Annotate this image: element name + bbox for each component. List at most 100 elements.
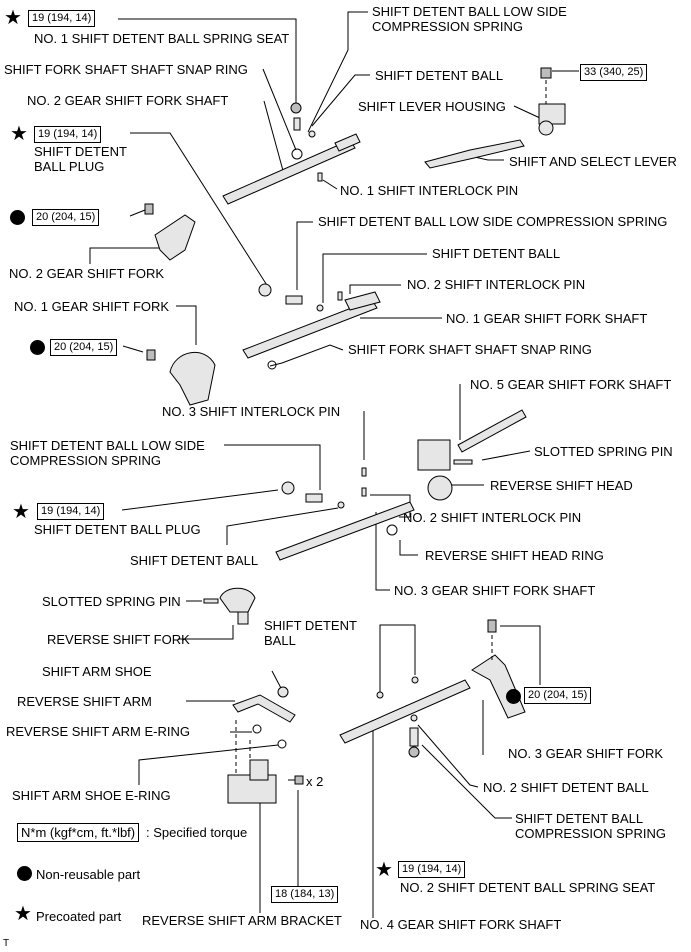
label-no1-gear-shift-fork-shaft: NO. 1 GEAR SHIFT FORK SHAFT: [446, 311, 648, 326]
label-no2-gear-shift-fork: NO. 2 GEAR SHIFT FORK: [9, 266, 165, 281]
label-shift-and-select-lever: SHIFT AND SELECT LEVER: [509, 154, 677, 169]
label-shift-detent-ball-compression-spring: SHIFT DETENT BALL COMPRESSION SPRING: [515, 811, 666, 841]
star-icon: ★: [4, 7, 22, 29]
ball-low: [337, 501, 345, 509]
label-shift-detent-ball-low-side-compression-spring-mid: SHIFT DETENT BALL LOW SIDE COMPRESSION S…: [318, 214, 668, 229]
label-shift-detent-ball-mid: SHIFT DETENT BALL: [432, 246, 561, 261]
star-icon: ★: [10, 123, 28, 145]
spring-top: [293, 117, 301, 131]
label-no3-shift-interlock-pin: NO. 3 SHIFT INTERLOCK PIN: [162, 404, 341, 419]
label-no1-shift-interlock-pin: NO. 1 SHIFT INTERLOCK PIN: [340, 183, 519, 198]
snap-ring-mid: [267, 360, 277, 370]
spring-mid: [285, 295, 303, 305]
label-shift-detent-ball-plug-top: SHIFT DETENT BALL PLUG: [34, 144, 127, 174]
spring-low: [305, 493, 323, 503]
label-no2-shift-interlock-pin-low: NO. 2 SHIFT INTERLOCK PIN: [403, 510, 582, 525]
label-x2: x 2: [306, 774, 324, 789]
slotted-pin-left: [203, 598, 219, 604]
label-no3-gear-shift-fork-shaft: NO. 3 GEAR SHIFT FORK SHAFT: [394, 583, 596, 598]
label-shift-fork-shaft-snap-ring-mid: SHIFT FORK SHAFT SHAFT SNAP RING: [348, 342, 592, 357]
torque-box-7: 20 (204, 15): [524, 687, 592, 704]
reverse-arm-e-ring: [252, 724, 262, 734]
reverse-shift-arm-bracket: [227, 720, 277, 804]
label-reverse-shift-head: REVERSE SHIFT HEAD: [490, 478, 633, 493]
slotted-pin-right: [453, 459, 473, 465]
star-icon: ★: [375, 859, 393, 881]
bracket-bolt: [288, 775, 304, 785]
torque-box-2: 33 (340, 25): [580, 64, 648, 81]
interlock-pin-2b: [361, 487, 367, 497]
label-no4-gear-shift-fork-shaft: NO. 4 GEAR SHIFT FORK SHAFT: [360, 917, 562, 932]
detent-ball-top: [308, 130, 316, 138]
legend-torque-desc: : Specified torque: [146, 825, 248, 840]
label-shift-detent-ball-plug-low: SHIFT DETENT BALL PLUG: [34, 522, 201, 537]
label-no3-gear-shift-fork: NO. 3 GEAR SHIFT FORK: [508, 746, 664, 761]
no2-spring-seat: [408, 746, 420, 758]
no2-gear-shift-fork: [144, 203, 196, 261]
shift-arm-shoe: [277, 686, 289, 698]
star-icon: ★: [12, 501, 30, 523]
torque-box-4: 20 (204, 15): [32, 209, 100, 226]
snap-ring-top: [291, 148, 303, 160]
label-no1-shift-detent-ball-spring-seat: NO. 1 SHIFT DETENT BALL SPRING SEAT: [34, 31, 290, 46]
torque-box-3: 19 (194, 14): [34, 126, 102, 143]
detent-compression-spring: [409, 727, 419, 747]
reverse-shift-fork: [219, 587, 256, 625]
no1-shift-detent-ball-spring-seat: [290, 102, 302, 114]
label-no5-gear-shift-fork-shaft: NO. 5 GEAR SHIFT FORK SHAFT: [470, 377, 672, 392]
label-shift-arm-shoe-e-ring: SHIFT ARM SHOE E-RING: [12, 788, 171, 803]
label-shift-lever-housing: SHIFT LEVER HOUSING: [358, 99, 506, 114]
plug-mid: [258, 283, 272, 297]
interlock-pin-1: [317, 172, 323, 182]
no4-gear-shift-fork-shaft: [339, 679, 471, 744]
no2-gear-shift-fork-shaft: [222, 133, 361, 205]
shift-lever-housing: [538, 67, 566, 136]
corner-mark: T: [3, 938, 10, 949]
torque-box-8: 19 (194, 14): [398, 861, 466, 878]
no3-gear-shift-fork-shaft: [275, 501, 415, 561]
interlock-pin-3: [361, 467, 367, 477]
legend-star-icon: ★: [14, 903, 32, 925]
label-reverse-shift-arm-bracket: REVERSE SHIFT ARM BRACKET: [142, 913, 342, 928]
no1-gear-shift-fork-shaft: [242, 291, 381, 359]
no1-gear-shift-fork: [146, 349, 216, 406]
label-reverse-shift-arm: REVERSE SHIFT ARM: [17, 694, 152, 709]
label-slotted-spring-pin-right: SLOTTED SPRING PIN: [534, 444, 673, 459]
interlock-pin-2a: [337, 291, 343, 301]
non-reusable-dot-icon: [30, 340, 45, 355]
torque-box-5: 20 (204, 15): [50, 339, 118, 356]
label-no2-gear-shift-fork-shaft: NO. 2 GEAR SHIFT FORK SHAFT: [27, 93, 229, 108]
label-shift-detent-ball-low-side-compression-spring-low: SHIFT DETENT BALL LOW SIDE COMPRESSION S…: [10, 438, 205, 468]
label-no2-shift-interlock-pin-mid: NO. 2 SHIFT INTERLOCK PIN: [407, 277, 586, 292]
label-reverse-shift-fork: REVERSE SHIFT FORK: [47, 632, 190, 647]
non-reusable-dot-icon: [506, 689, 521, 704]
torque-box-6: 19 (194, 14): [37, 503, 105, 520]
legend-non-reusable-text: Non-reusable part: [36, 867, 141, 882]
torque-box-9: 18 (184, 13): [271, 886, 339, 903]
legend-torque-box: N*m (kgf*cm, ft.*lbf): [17, 823, 140, 842]
ball-mid: [316, 304, 324, 312]
label-no2-shift-detent-ball-spring-seat: NO. 2 SHIFT DETENT BALL SPRING SEAT: [400, 880, 656, 895]
reverse-shift-arm: [232, 694, 296, 723]
label-shift-fork-shaft-snap-ring-top: SHIFT FORK SHAFT SHAFT SNAP RING: [4, 62, 248, 77]
no3-gear-shift-fork: [471, 619, 526, 719]
no2-shift-detent-ball: [410, 714, 418, 722]
shoe-e-ring: [277, 739, 287, 749]
reverse-shift-head: [417, 439, 453, 501]
label-shift-detent-ball-bottom: SHIFT DETENT BALL: [264, 618, 357, 648]
legend-non-reusable-dot-icon: [17, 866, 32, 881]
legend-precoated-text: Precoated part: [36, 909, 122, 924]
shift-and-select-lever: [424, 139, 525, 169]
label-shift-detent-ball-low: SHIFT DETENT BALL: [130, 553, 259, 568]
reverse-shift-head-ring: [386, 524, 398, 536]
label-slotted-spring-pin-left: SLOTTED SPRING PIN: [42, 594, 181, 609]
label-shift-detent-ball-low-side-compression-spring-top: SHIFT DETENT BALL LOW SIDE COMPRESSION S…: [372, 4, 567, 34]
plug-low: [281, 481, 295, 495]
label-reverse-shift-head-ring: REVERSE SHIFT HEAD RING: [425, 548, 604, 563]
torque-box-1: 19 (194, 14): [28, 10, 96, 27]
label-shift-arm-shoe: SHIFT ARM SHOE: [42, 664, 152, 679]
ball-bottom-a: [376, 691, 384, 699]
label-reverse-shift-arm-e-ring: REVERSE SHIFT ARM E-RING: [6, 724, 190, 739]
